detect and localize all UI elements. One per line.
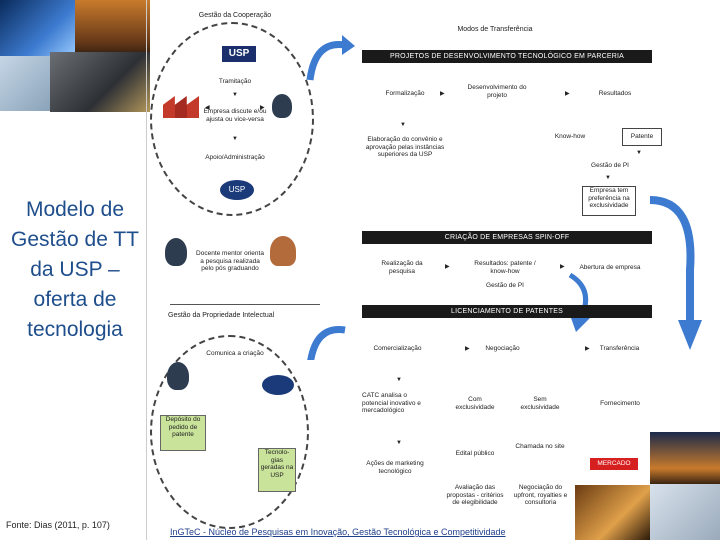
bar-spinoff: CRIAÇÃO DE EMPRESAS SPIN-OFF (362, 231, 652, 244)
bar-projetos: PROJETOS DE DESENVOLVIMENTO TECNOLÓGICO … (362, 50, 652, 63)
empresa-pref-box: Empresa tem preferência na exclusividade (582, 186, 636, 216)
feedback-arrow (640, 190, 710, 360)
arrow-right-icon: ▶ (585, 345, 590, 352)
photo-water (0, 0, 75, 60)
arrow-right-icon: ▶ (465, 345, 470, 352)
deposito-box: Depósito do pedido de patente (160, 415, 206, 451)
arrow-down-icon: ▼ (396, 377, 402, 383)
fornecimento: Fornecimento (590, 400, 650, 408)
slide-title: Modelo de Gestão de TT da USP – oferta d… (6, 195, 144, 345)
usp-inovacao-logo (262, 375, 294, 395)
researcher-icon (272, 94, 292, 118)
photo-scientist (650, 484, 720, 540)
arrow-right-icon: ▶ (560, 263, 565, 270)
abertura: Abertura de empresa (570, 264, 650, 272)
elaboracao: Elaboração do convênio e aprovação pelas… (365, 136, 445, 159)
left-divider (146, 0, 147, 540)
arrow-down-icon: ▼ (396, 440, 402, 446)
empresa-label: Empresa discute e/ou ajusta ou vice-vers… (200, 108, 270, 123)
negociacao: Negociação (475, 345, 530, 353)
gestao-pi-2: Gestão de PI (475, 282, 535, 290)
photo-industry (75, 0, 150, 58)
avaliacao: Avaliação das propostas - critérios de e… (445, 484, 505, 507)
formalizacao: Formalização (375, 90, 435, 98)
coop-title: Gestão da Cooperação (185, 12, 285, 20)
modes-title: Modos de Transferência (440, 26, 550, 34)
edital: Edital público (450, 450, 500, 458)
researcher-icon (165, 238, 187, 266)
usp-logo: USP (222, 46, 256, 62)
chamada: Chamada no site (515, 443, 565, 451)
tramitacao-label: Tramitação (205, 78, 265, 86)
arrow-right-icon: ▶ (445, 263, 450, 270)
inovacao-logo: USP (220, 180, 254, 200)
arrow-right-icon: ▶ (565, 90, 570, 97)
section-divider (170, 304, 320, 305)
apoio-label: Apoio/Administração (195, 154, 275, 162)
patente-box: Patente (622, 128, 662, 146)
curved-arrows (300, 20, 360, 360)
arrow-down-icon: ▼ (400, 122, 406, 128)
source-citation: Fonte: Dias (2011, p. 107) (6, 520, 110, 530)
realizacao: Realização da pesquisa (372, 260, 432, 275)
footer-link[interactable]: InGTeC - Núcleo de Pesquisas em Inovação… (170, 527, 506, 537)
resultados-patente: Resultados: patente / know-how (465, 260, 545, 275)
arrow-down-icon: ▼ (232, 92, 238, 98)
gestao-pi: Gestão de PI (585, 162, 635, 170)
bar-licenciamento: LICENCIAMENTO DE PATENTES (362, 305, 652, 318)
sem-exclusividade: Sem exclusividade (515, 396, 565, 411)
arrow-down-icon: ▼ (636, 150, 642, 156)
researcher-icon (167, 362, 189, 390)
photo-refinery (650, 432, 720, 484)
docente-label: Docente mentor orienta a pesquisa realiz… (195, 250, 265, 273)
desenvolvimento: Desenvolvimento do projeto (462, 84, 532, 99)
photo-bottles (575, 485, 650, 540)
photo-circuit (50, 52, 150, 112)
transferencia: Transferência (592, 345, 647, 353)
arrow-down-icon: ▼ (232, 136, 238, 142)
acoes: Ações de marketing tecnológico (365, 460, 425, 475)
com-exclusividade: Com exclusividade (450, 396, 500, 411)
arrow-right-icon: ▶ (440, 90, 445, 97)
tecnologias-box: Tecnolo-gias geradas na USP (258, 448, 296, 492)
resultados: Resultados (585, 90, 645, 98)
knowhow: Know-how (545, 133, 595, 141)
student-icon (270, 236, 296, 266)
mercado-box: MERCADO (590, 458, 638, 470)
catc: CATC analisa o potencial inovativo e mer… (362, 392, 432, 415)
pi-title: Gestão da Propriedade Intelectual (168, 312, 288, 320)
arrow-down-icon: ▼ (605, 175, 611, 181)
comercializacao: Comercialização (365, 345, 430, 353)
negociacao-upfront: Negociação do upfront, royalties e consu… (513, 484, 568, 507)
photo-lab (0, 56, 50, 111)
